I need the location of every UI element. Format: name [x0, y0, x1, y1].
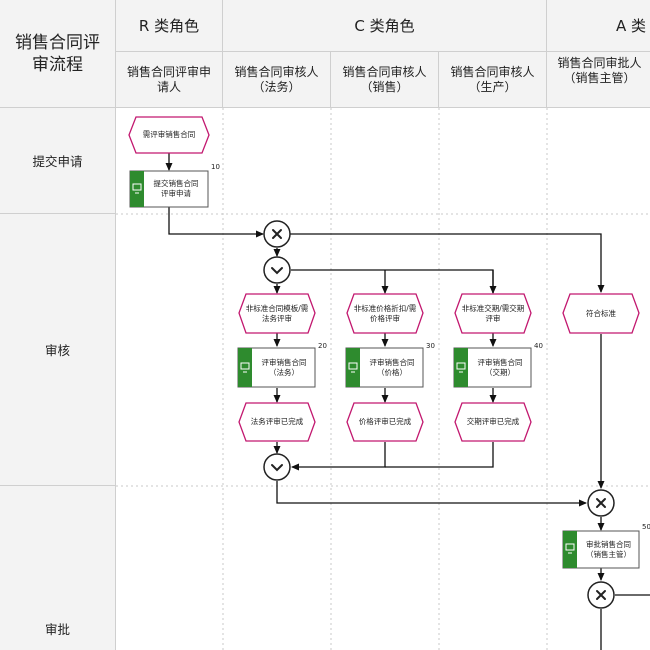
flow-delivery-done-to-join — [385, 442, 494, 468]
event-non-std-template — [238, 293, 316, 334]
x-icon — [596, 590, 606, 600]
chevron-down-icon — [271, 267, 283, 275]
activity-delivery-review — [453, 347, 532, 388]
activity-approve-number: 50 — [642, 523, 650, 531]
event-price-done — [346, 402, 424, 442]
activity-price-label: 评审销售合同（价格） — [369, 357, 415, 377]
event-non-std-price — [346, 293, 424, 334]
activity-legal-review — [237, 347, 316, 388]
group-header-r: R 类角色 — [116, 0, 223, 52]
event-delivery-done-label: 交期评审已完成 — [466, 417, 520, 426]
event-legal-done-label: 法务评审已完成 — [250, 417, 304, 426]
activity-submit-label: 提交销售合同评审申请 — [153, 179, 199, 198]
group-header-a: A 类 — [547, 0, 650, 52]
activity-delivery-label: 评审销售合同（交期） — [477, 357, 523, 377]
lane-grid — [116, 108, 650, 650]
flow-price-done-to-join — [291, 442, 386, 471]
activity-submit — [129, 170, 209, 208]
event-non-std-template-label: 非标准合同模板/需法务评审 — [245, 303, 309, 323]
role-header-production: 销售合同审核人（生产） — [439, 52, 547, 108]
monitor-icon — [456, 362, 466, 373]
and-join-gateway — [263, 453, 291, 481]
activity-price-number: 30 — [426, 342, 435, 350]
and-split-gateway — [263, 256, 291, 284]
activity-delivery-number: 40 — [534, 342, 543, 350]
event-legal-done — [238, 402, 316, 442]
event-non-std-delivery — [454, 293, 532, 334]
event-meets-standard — [562, 293, 640, 334]
event-price-done-label: 价格评审已完成 — [358, 417, 412, 426]
flow-submit-to-split — [168, 207, 264, 238]
lane-label-review: 审核 — [0, 214, 116, 486]
activity-approve-label: 审批销售合同（销售主管） — [586, 539, 631, 559]
monitor-icon — [565, 543, 575, 554]
event-non-std-delivery-label: 非标准交期/需交期评审 — [461, 303, 525, 323]
group-header-c: C 类角色 — [223, 0, 547, 52]
monitor-icon — [132, 183, 142, 194]
role-header-sales: 销售合同审核人（销售） — [331, 52, 439, 108]
page-title: 销售合同评审流程 — [0, 0, 116, 108]
flow-and-branches — [291, 269, 494, 293]
lane-label-approve: 审批 — [0, 486, 116, 650]
activity-legal-label: 评审销售合同（法务） — [261, 357, 307, 377]
activity-submit-number: 10 — [211, 163, 220, 171]
activity-legal-number: 20 — [318, 342, 327, 350]
event-need-review — [128, 116, 210, 154]
group-header-a-label: A 类 — [615, 17, 646, 35]
x-icon — [596, 498, 606, 508]
x-icon — [272, 229, 282, 239]
lane-label-submit: 提交申请 — [0, 108, 116, 214]
monitor-icon — [348, 362, 358, 373]
flow-split-to-standard — [290, 233, 605, 293]
monitor-icon — [240, 362, 250, 373]
role-header-applicant: 销售合同评审申请人 — [116, 52, 223, 108]
role-header-approver: 销售合同审批人（销售主管） — [547, 52, 650, 108]
event-delivery-done — [454, 402, 532, 442]
role-header-legal: 销售合同审核人（法务） — [223, 52, 331, 108]
chevron-down-icon — [271, 464, 283, 472]
event-need-review-label: 需评审销售合同 — [142, 130, 196, 139]
event-meets-standard-label: 符合标准 — [586, 308, 616, 318]
flow-join-to-merge — [276, 481, 587, 507]
activity-price-review — [345, 347, 424, 388]
event-non-std-price-label: 非标准价格折扣/需价格评审 — [353, 303, 417, 323]
